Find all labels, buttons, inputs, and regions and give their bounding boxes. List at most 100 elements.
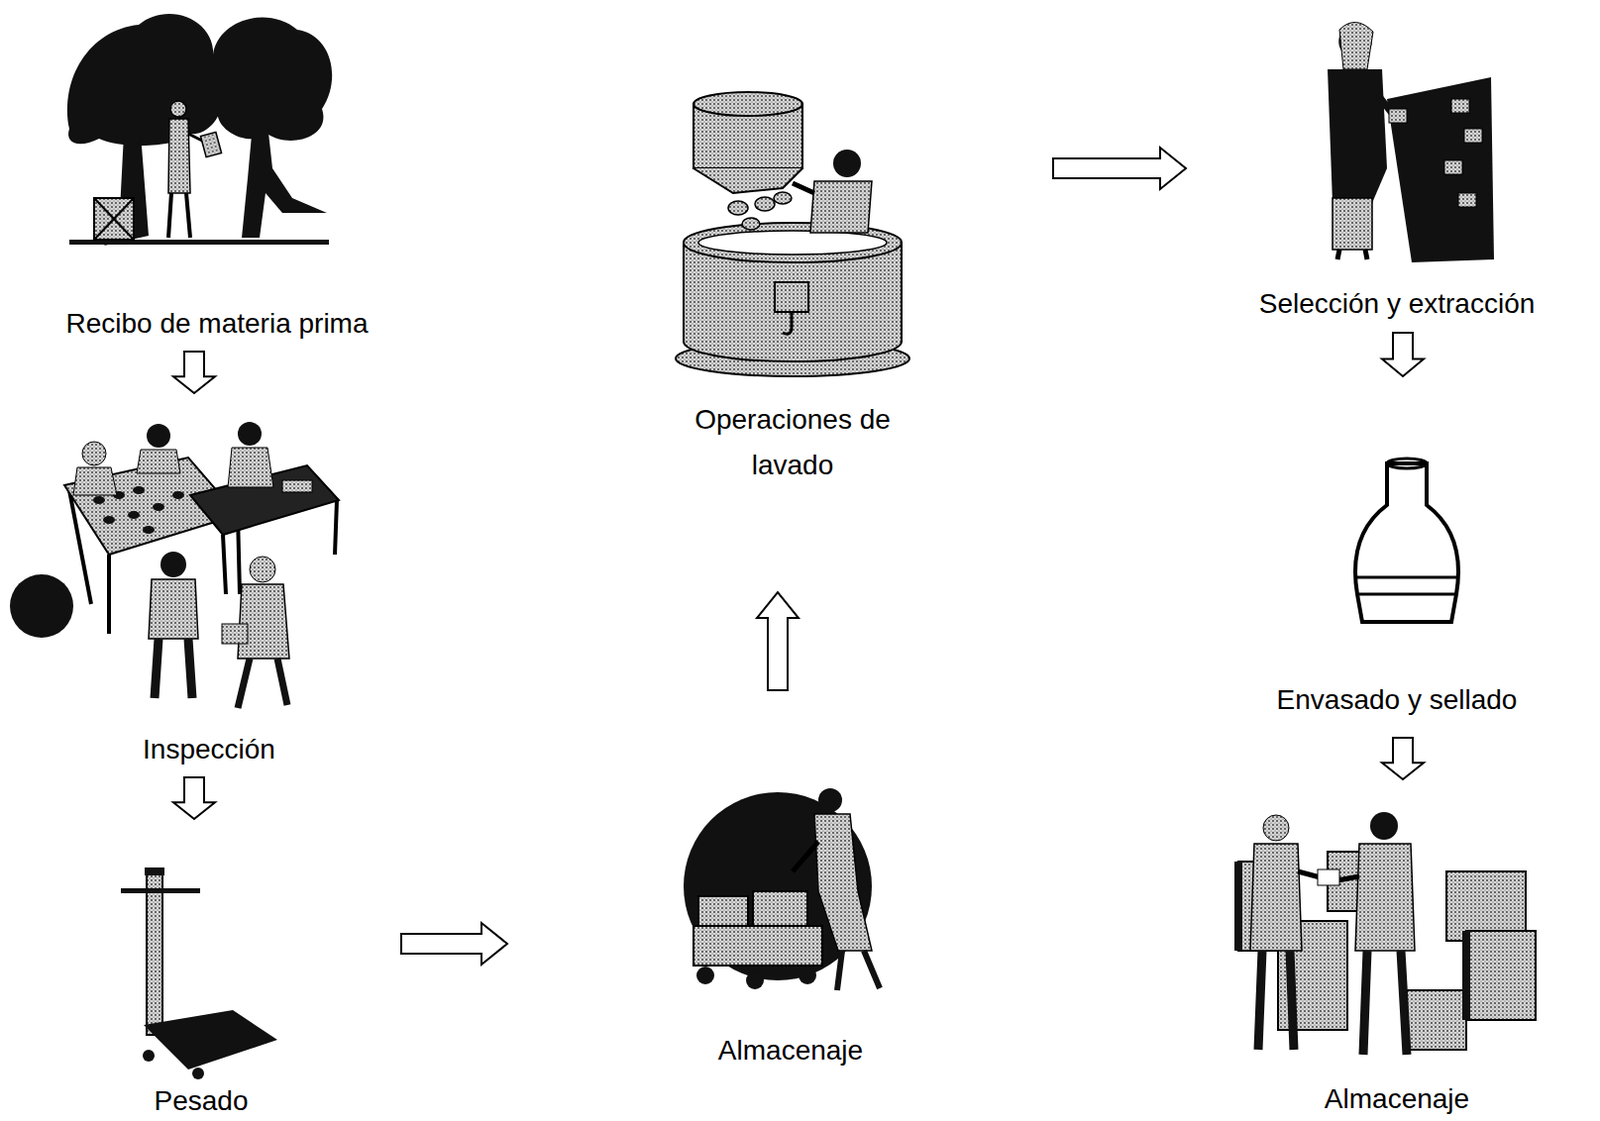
block-arrow (401, 923, 508, 965)
inspection-illustration (9, 422, 339, 709)
process-step: Selección y extracción (1188, 4, 1600, 330)
storage-cart-illustration-part (814, 814, 872, 952)
washing-tank-illustration-part (693, 168, 803, 194)
washing-tank-illustration-part (773, 192, 792, 205)
storage-cart-illustration (683, 788, 880, 991)
warehouse-illustration (1234, 812, 1536, 1056)
inspection-illustration-part (146, 424, 171, 448)
inspection-illustration-part (172, 491, 185, 500)
warehouse-illustration-part (1258, 951, 1294, 1051)
inspection-illustration-part (160, 551, 187, 578)
washing-tank-illustration-part (774, 282, 809, 313)
washing-tank-illustration-part (782, 312, 792, 334)
selection-illustration-part (1339, 21, 1374, 70)
inspection-illustration-part (82, 441, 107, 466)
warehouse-illustration-part (1370, 812, 1398, 841)
selection-illustration-part (1327, 69, 1387, 204)
step-label: Envasado y sellado (1193, 683, 1600, 718)
block-arrow (1382, 738, 1424, 780)
process-step: Almacenaje (510, 693, 1071, 1075)
selection-illustration-part (1451, 99, 1470, 113)
washing-tank-illustration-part (728, 192, 792, 230)
inspection-illustration-part (237, 584, 290, 659)
washing-tank-illustration-part (810, 181, 872, 233)
step-label: Almacenaje (515, 1034, 1067, 1068)
selection-illustration-part (1458, 193, 1477, 208)
scale-illustration-part (192, 1067, 205, 1080)
warehouse-illustration-part (1363, 951, 1407, 1056)
orchard-illustration-part (67, 13, 224, 146)
orchard-illustration-part (204, 17, 332, 141)
selection-illustration-part (1332, 198, 1373, 250)
washing-tank-illustration-part (792, 183, 815, 194)
process-step: Recibo de materia prima (13, 4, 421, 349)
orchard-illustration (67, 13, 332, 246)
block-arrow (1382, 332, 1424, 377)
inspection-illustration-part (148, 579, 199, 640)
step-label: Inspección (12, 733, 406, 767)
process-step: Pesado (3, 822, 399, 1121)
inspection-illustration-part (136, 449, 181, 474)
scale-illustration (120, 867, 278, 1080)
bottle-illustration-part (1355, 463, 1459, 623)
inspection-illustration-part (221, 624, 248, 644)
scale-illustration-part (142, 1050, 155, 1063)
inspection-illustration-part (227, 447, 274, 488)
selection-illustration-part (1386, 77, 1494, 263)
scale-illustration-part (143, 1010, 278, 1070)
process-step: Almacenaje (1188, 782, 1600, 1118)
step-label: Almacenaje (1193, 1082, 1600, 1117)
scale-illustration-part (144, 867, 165, 876)
orchard-illustration-part (241, 123, 327, 238)
storage-cart-illustration-part (746, 971, 764, 990)
inspection-illustration-part (237, 658, 288, 709)
selection-illustration-part (1444, 160, 1463, 175)
storage-cart-illustration-part (696, 966, 715, 985)
block-arrow (173, 351, 215, 394)
warehouse-illustration-part (1462, 931, 1471, 1021)
process-step: Envasado y sellado (1188, 379, 1600, 736)
inspection-illustration-part (93, 496, 106, 505)
storage-cart-illustration-part (792, 842, 819, 872)
inspection-illustration-part (142, 526, 155, 534)
orchard-illustration-part (170, 101, 187, 117)
inspection-illustration-part (103, 516, 115, 525)
selection-illustration-part (1464, 128, 1483, 143)
warehouse-illustration-part (1317, 869, 1340, 886)
warehouse-illustration-part (1250, 844, 1302, 952)
orchard-illustration-part (94, 198, 134, 240)
storage-cart-illustration-part (693, 926, 823, 966)
warehouse-illustration-part (1234, 861, 1243, 952)
washing-tank-illustration-part (728, 201, 748, 215)
block-arrow (756, 592, 799, 691)
process-step: Inspección (7, 396, 411, 775)
scale-illustration-part (146, 871, 163, 1036)
orchard-illustration-part (200, 131, 221, 157)
inspection-illustration-part (249, 556, 276, 583)
storage-cart-illustration-part (837, 951, 880, 991)
warehouse-illustration-part (1355, 844, 1415, 952)
step-label: Selección y extracción (1193, 287, 1600, 321)
selection-illustration-part (1337, 249, 1368, 260)
washing-tank-illustration-part (833, 149, 861, 178)
washing-tank-illustration-part (698, 230, 887, 255)
step-label: Recibo de materia prima (18, 307, 416, 341)
process-step: Operaciones de lavado (534, 79, 1051, 590)
inspection-illustration-part (73, 467, 117, 496)
scale-illustration-part (120, 888, 201, 894)
step-label: Pesado (8, 1084, 394, 1119)
inspection-illustration-part (282, 480, 313, 493)
block-arrow (1053, 147, 1186, 190)
bottle-illustration (1355, 458, 1459, 623)
block-arrow (173, 777, 215, 820)
inspection-illustration-part (154, 639, 193, 699)
storage-cart-illustration-part (752, 891, 808, 927)
selection-illustration (1327, 21, 1494, 263)
orchard-illustration-part (168, 193, 191, 238)
bottle-illustration-part (1386, 458, 1427, 469)
inspection-illustration-part (9, 574, 74, 639)
step-label: Operaciones de lavado (658, 397, 927, 489)
